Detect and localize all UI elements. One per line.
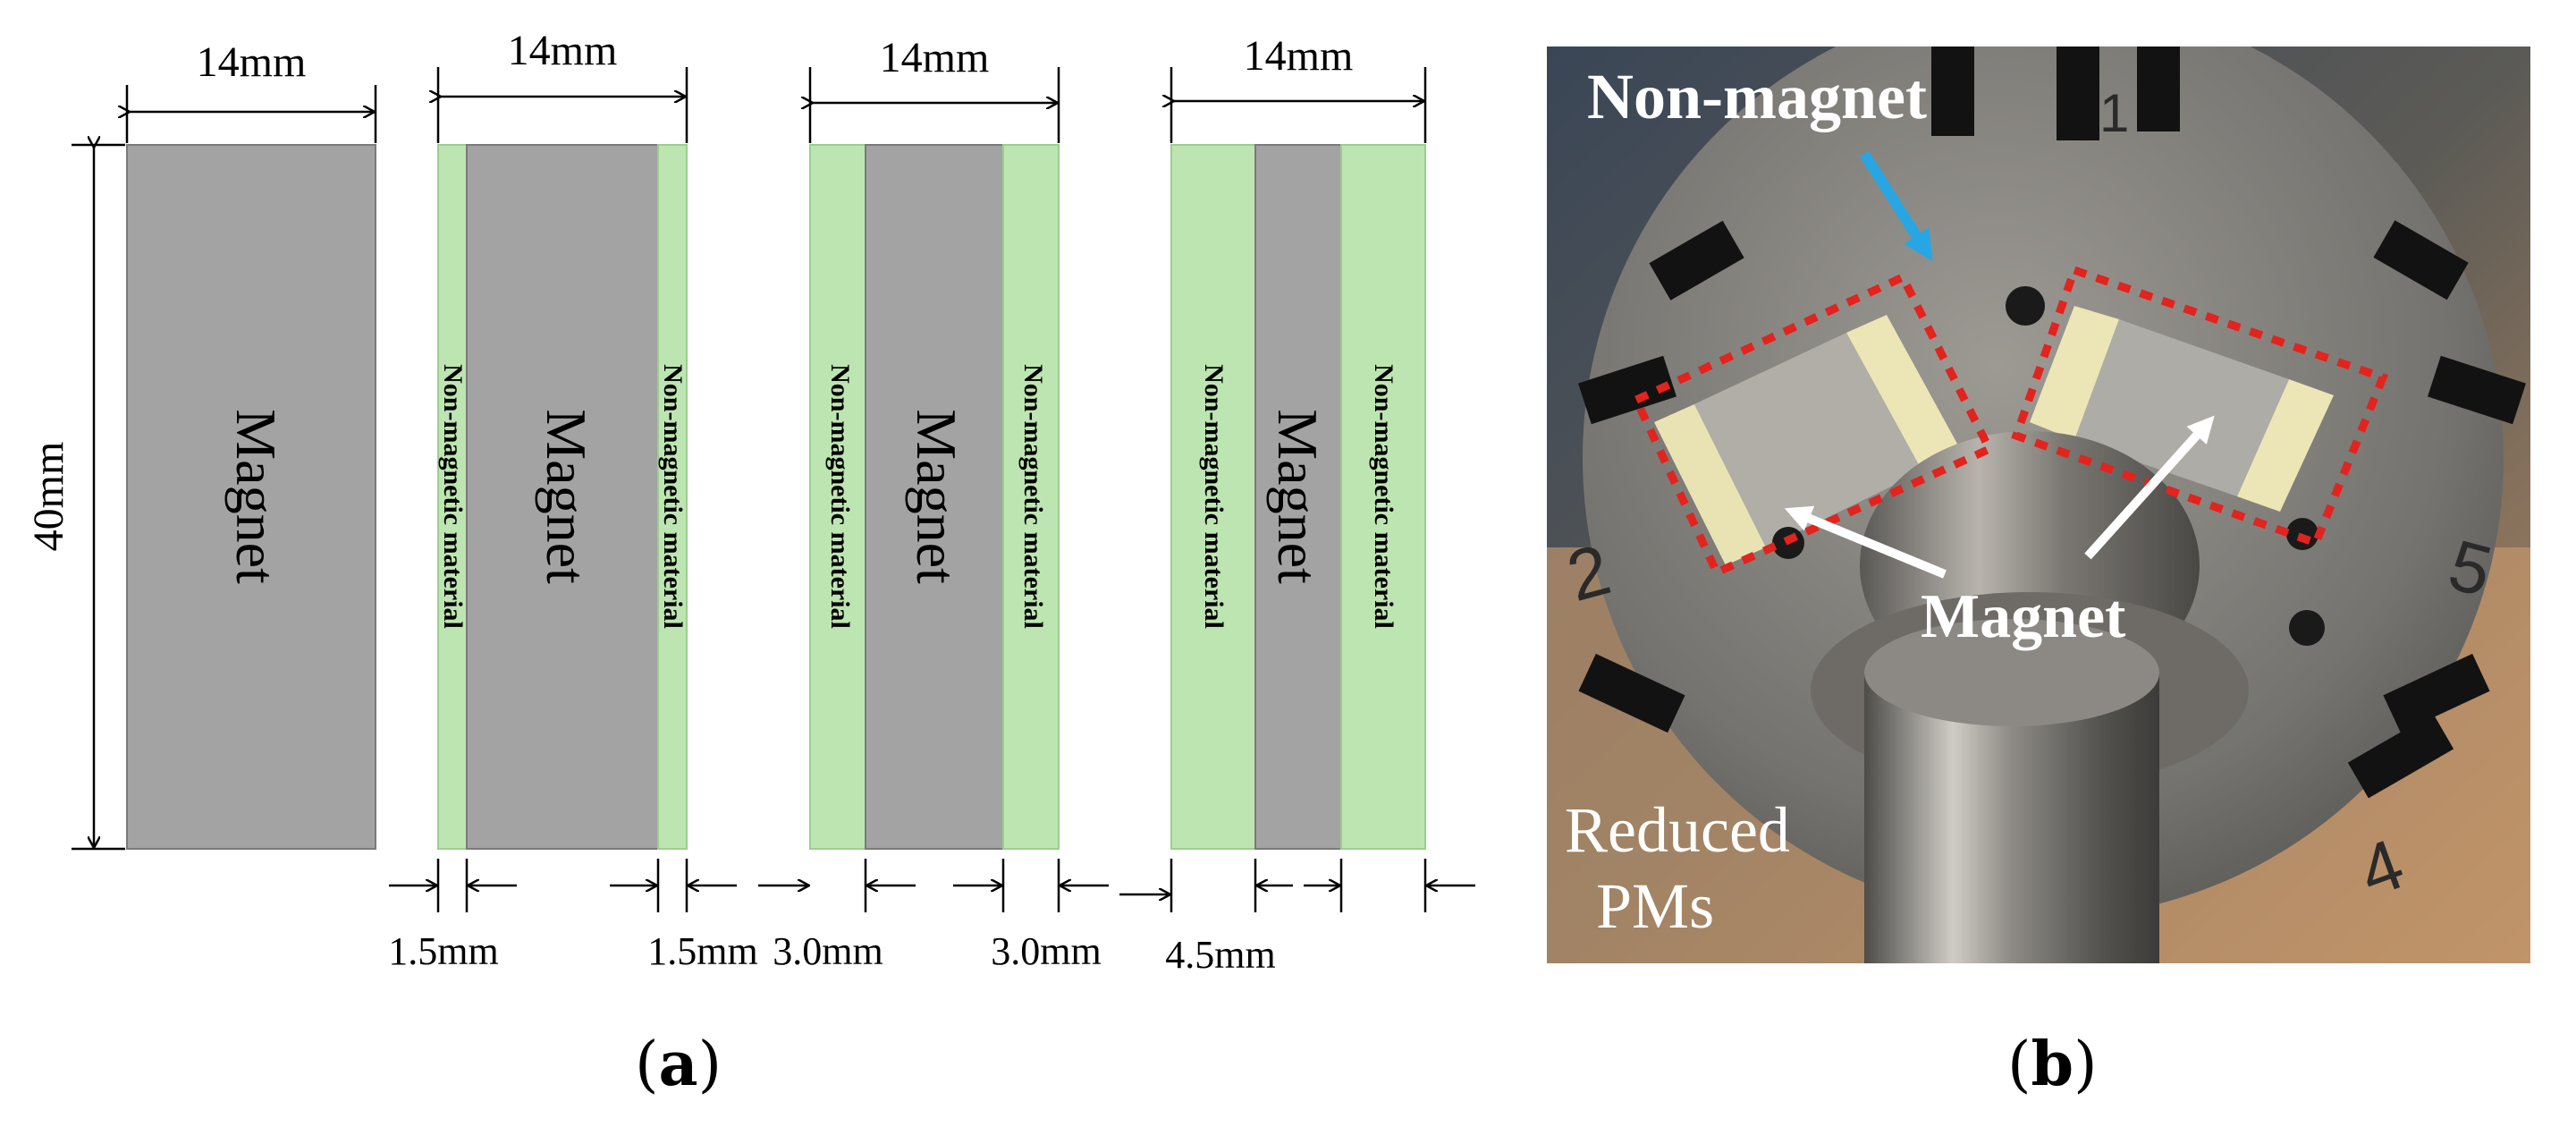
magnet-label: Magnet <box>535 409 598 584</box>
spacer-label: 3.0mm <box>991 929 1101 973</box>
rotor-slot <box>1578 355 1677 425</box>
rotor-photo: 2 4 5 1 Non-magnet Magnet Reduced PMs <box>1547 47 2530 963</box>
rotor-slot <box>2383 653 2490 733</box>
rotor-slot <box>2373 220 2469 301</box>
spacer-label: 4.5mm <box>1165 933 1275 977</box>
magnet-arrow-right <box>2084 415 2215 560</box>
non-magnet-label: Non-magnetic material <box>825 364 855 629</box>
non-magnet-label: Non-magnetic material <box>1199 364 1229 629</box>
caption-paren: ( <box>2007 1030 2031 1100</box>
width-label: 14mm <box>508 27 618 74</box>
panel-1-5mm-spacers: 14mm Magnet Non-magnetic material Non-ma… <box>388 27 757 973</box>
spacer-label: 1.5mm <box>647 929 757 973</box>
rotor-slot <box>1578 653 1685 733</box>
magnet-dimension-diagram: 14mm 40mm Magnet 14mm Magnet Non-magneti… <box>25 27 1475 977</box>
caption-letter: a <box>658 1029 698 1100</box>
non-magnet-label: Non-magnetic material <box>658 364 688 629</box>
magnet-top-face <box>2074 319 2289 496</box>
caption-paren: ) <box>697 1030 722 1100</box>
non-magnet-insert <box>1654 404 1766 565</box>
rotor-slot <box>2347 713 2454 799</box>
width-label: 14mm <box>197 38 307 86</box>
magnet-label: Magnet <box>905 409 968 584</box>
slot-number: 1 <box>2099 83 2129 143</box>
panel-4-5mm-spacers: 14mm Magnet Non-magnetic material Non-ma… <box>1119 32 1475 977</box>
panel-3-0mm-spacers: 14mm Magnet Non-magnetic material Non-ma… <box>758 34 1109 973</box>
non-magnet-insert <box>2030 306 2119 440</box>
caption-letter: b <box>2031 1029 2074 1100</box>
magnet-top-face <box>1694 333 1922 547</box>
spacer-label: 3.0mm <box>773 929 883 973</box>
shaft-face <box>1864 619 2159 726</box>
rotor-slots <box>1578 47 2526 799</box>
reduced-pms-label: PMs <box>1596 870 1714 942</box>
magnet-block <box>466 144 659 850</box>
rotor-slot <box>1649 220 1744 301</box>
non-magnet-strip-right <box>657 144 688 850</box>
non-magnet-label: Non-magnetic material <box>1369 364 1398 629</box>
rotor-slot <box>1931 47 1974 136</box>
magnet-label: Magnet <box>224 409 288 584</box>
width-label: 14mm <box>880 34 990 81</box>
caption-a: (a) <box>635 1029 722 1100</box>
non-magnet-label: Non-magnetic material <box>1018 364 1048 629</box>
magnet-block <box>126 144 376 850</box>
magnet-block <box>1254 144 1342 850</box>
non-magnet-strip-right <box>1340 144 1426 850</box>
non-magnet-strip-right <box>1002 144 1060 850</box>
right-magnet-pair <box>2030 306 2334 512</box>
height-label: 40mm <box>25 442 72 552</box>
rotor-hole <box>2006 286 2045 326</box>
non-magnet-strip-left <box>1170 144 1256 850</box>
width-label: 14mm <box>1244 32 1354 80</box>
non-magnet-insert <box>2237 379 2334 512</box>
non-magnet-arrow <box>1859 150 1933 262</box>
magnet-arrow-left <box>1784 505 1947 579</box>
magnet-block <box>865 144 1004 850</box>
caption-b: (b) <box>2007 1029 2098 1100</box>
rotor-hole <box>2289 610 2325 646</box>
rotor-slot <box>2428 355 2526 425</box>
panel-full-magnet: 14mm 40mm Magnet <box>25 38 377 851</box>
spacer-label: 1.5mm <box>388 929 498 973</box>
rotor-slot <box>2057 47 2099 140</box>
non-magnet-label: Non-magnetic material <box>438 364 468 629</box>
rotor-slot <box>2137 47 2180 131</box>
magnet-label: Magnet <box>1266 409 1330 584</box>
left-magnet-pair <box>1654 315 1963 565</box>
non-magnet-label: Non-magnet <box>1587 61 1927 132</box>
magnet-outline-left <box>1631 272 1996 578</box>
caption-paren: ) <box>2073 1030 2098 1100</box>
non-magnet-insert <box>1846 315 1963 471</box>
magnet-outline-right <box>2011 265 2388 548</box>
caption-paren: ( <box>635 1030 659 1100</box>
reduced-pms-label: Reduced <box>1565 794 1790 866</box>
magnet-label: Magnet <box>1921 582 2125 651</box>
